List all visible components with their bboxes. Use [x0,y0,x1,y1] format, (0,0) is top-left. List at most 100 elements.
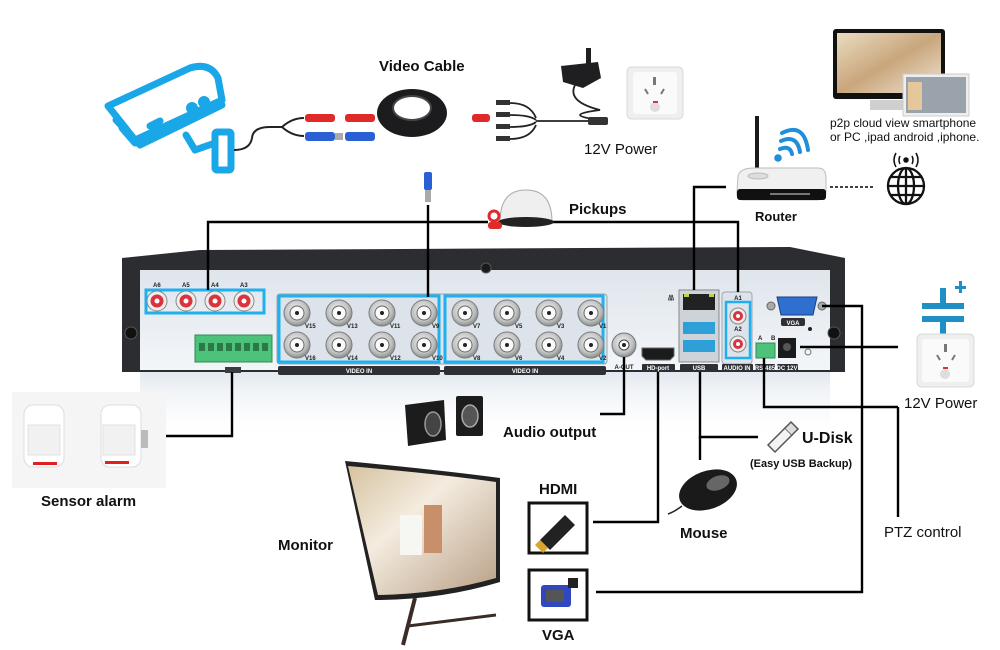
hdmi-cable-image [527,501,589,555]
a2-label: A2 [734,327,742,333]
sensor-alarm-image [12,392,166,488]
wifi-icon [774,127,810,162]
terminal-screw [253,343,259,351]
bnc-port [325,331,353,359]
speakers-icon [405,396,483,446]
rca-port [204,290,226,312]
bnc-port [368,299,396,327]
bnc-port [577,331,605,359]
rca-port-label: A6 [153,283,161,289]
bnc-port [535,331,563,359]
audio-output-label: Audio output [503,424,597,441]
p2p-devices-image [833,29,970,117]
bnc-port [577,299,605,327]
mouse-icon [667,469,737,515]
rs485-a-label: A [758,336,763,342]
rca-port [146,290,168,312]
video-in-highlight-left [277,294,441,364]
bnc-port-label: V14 [347,356,358,362]
hdmi-port-label: HD-port [647,366,669,372]
usb-drive-icon [766,420,800,454]
video-in-highlight-right [443,294,605,364]
lan-usb-ports: USB 品 [668,289,720,372]
rca-port [175,290,197,312]
network-icon: 品 [668,294,674,302]
video-cable-label: Video Cable [379,58,465,75]
bnc-port-label: V10 [432,356,443,362]
bnc-port-label: V9 [432,324,440,330]
bnc-port-label: V2 [599,356,607,362]
audio-in-label: AUDIO IN [724,366,751,372]
audio-in-highlight [144,288,266,315]
wall-socket-right [916,333,975,388]
bnc-port-label: V5 [515,324,523,330]
line-audio-in-pickups [548,220,740,292]
hdmi-label: HDMI [539,481,578,498]
bnc-port [283,331,311,359]
pickup-microphone [487,189,554,229]
dc12v-label: DC 12V [776,366,797,372]
bnc-port [410,299,438,327]
p2p-label-line1: p2p cloud view smartphone [830,116,977,130]
bnc-port [368,331,396,359]
udisk-sub-label: (Easy USB Backup) [750,458,853,470]
rca-port-label: A4 [211,283,219,289]
audio-in-ports: A6 A5 A4 A3 [144,283,266,315]
terminal-screw [262,343,268,351]
alarm-terminal-block [194,334,273,373]
power-adapter [496,48,608,141]
signal-icon [893,152,919,168]
rca-port [233,290,255,312]
line-rs485-ptz-h [762,358,898,409]
bnc-port [493,299,521,327]
video-in-label-right: VIDEO IN [512,369,538,375]
pickups-label: Pickups [569,201,627,218]
line-pickups-audio [206,220,488,290]
bnc-port-label: V8 [473,356,481,362]
bnc-port-label: V6 [515,356,523,362]
hdmi-port: HD-port [641,347,675,372]
audio-in-a1-a2: A1 A2 AUDIO IN [721,291,753,372]
terminal-screw [208,343,214,351]
bnc-port-label: V13 [347,324,358,330]
line-hdmi [593,372,660,524]
terminal-screw [235,343,241,351]
rs485-b-label: B [771,336,776,342]
bnc-port-label: V1 [599,324,607,330]
vga-cable-image [527,568,589,622]
monitor-image [345,461,500,646]
camera-icon [104,62,235,174]
bnc-port [535,299,563,327]
video-cable-coil [377,89,447,202]
terminal-screw [226,343,232,351]
power-top-label: 12V Power [584,141,658,158]
dc-power-icon [922,281,966,334]
udisk-label: U-Disk [802,430,853,447]
rs485-dc-ports: A B RS-485 DC 12V [755,336,812,372]
connection-lines [165,185,900,594]
bnc-port [410,331,438,359]
bnc-port-label: V11 [390,324,401,330]
monitor-label: Monitor [278,537,333,554]
wall-socket-top [626,66,684,120]
bnc-port-label: V12 [390,356,401,362]
line-lan-router [692,185,726,290]
p2p-label-line2: or PC ,ipad android ,iphone. [830,130,980,144]
video-in-label-left: VIDEO IN [346,369,372,375]
bnc-port-label: V4 [557,356,565,362]
bnc-port [325,299,353,327]
router-label: Router [755,209,797,224]
a1-label: A1 [734,296,742,302]
line-audio-out [600,357,626,416]
sensor-alarm-label: Sensor alarm [41,493,137,510]
mouse-label: Mouse [680,525,728,542]
vga-port-label: VGA [786,321,800,327]
rca-port-label: A3 [240,283,248,289]
rca-port-label: A5 [182,283,190,289]
bnc-port [451,331,479,359]
terminal-screw [199,343,205,351]
power-right-label: 12V Power [904,395,978,412]
terminal-screw [244,343,250,351]
vga-label: VGA [542,627,575,644]
